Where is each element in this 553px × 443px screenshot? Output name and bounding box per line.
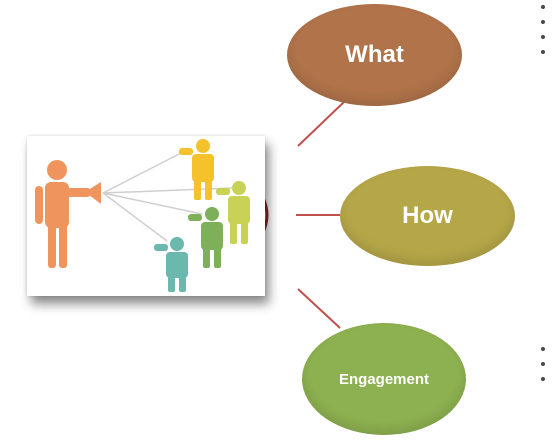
speaker-figure xyxy=(35,160,101,268)
node-how-label: How xyxy=(402,202,453,229)
bullet-marker xyxy=(541,377,545,381)
bullet-marker xyxy=(541,347,545,351)
bullet-list-top xyxy=(541,5,545,65)
bullet-list-bottom xyxy=(541,347,545,392)
node-how: How xyxy=(340,166,515,266)
audience-person-lime xyxy=(216,181,250,244)
connector-engagement xyxy=(297,288,341,329)
speaker-with-megaphone-audience-icon xyxy=(35,139,250,292)
audience-person-yellow xyxy=(179,139,214,200)
node-what-label: What xyxy=(345,41,404,68)
audience-person-teal xyxy=(154,237,188,292)
bullet-marker xyxy=(541,362,545,366)
bullet-marker xyxy=(541,50,545,54)
bullet-marker xyxy=(541,35,545,39)
bullet-marker xyxy=(541,5,545,9)
node-engagement: Engagement xyxy=(302,323,466,435)
audience-person-green xyxy=(188,207,223,268)
broadcast-lines xyxy=(102,149,233,242)
bullet-marker xyxy=(541,20,545,24)
connector-what xyxy=(297,100,346,147)
node-engagement-label: Engagement xyxy=(338,370,429,388)
node-what: What xyxy=(287,4,462,106)
audience-illustration xyxy=(27,136,265,296)
